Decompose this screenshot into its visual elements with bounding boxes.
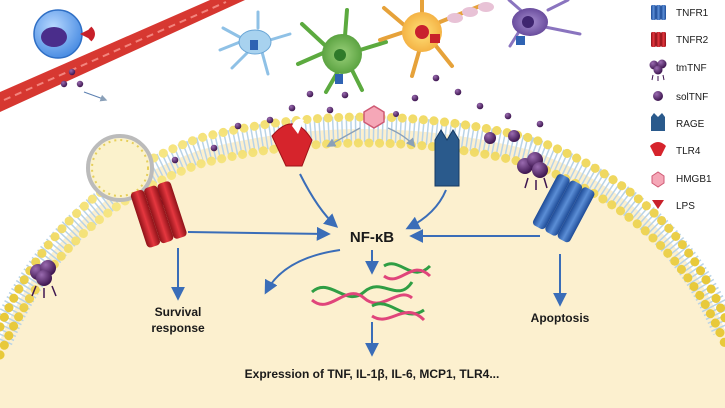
tmtnf-right — [517, 152, 548, 190]
cell-cytoplasm — [0, 129, 725, 408]
immune-cell — [33, 9, 95, 59]
microglia-cell — [218, 10, 292, 76]
legend-label-hmgb1: HMGB1 — [676, 174, 712, 185]
neuron-purple — [507, 0, 582, 48]
legend-icon-tmtnf — [649, 59, 667, 81]
legend-label-soltnf: solTNF — [676, 92, 708, 103]
legend-icon-soltnf — [653, 91, 663, 101]
arrow-nfkb-to-survival — [264, 249, 341, 295]
legend-icon-lps — [652, 200, 664, 209]
dna-helix — [311, 262, 432, 322]
legend-label-lps: LPS — [676, 201, 695, 212]
legend-icon-hmgb1 — [651, 171, 665, 188]
legend-icon-rage — [651, 113, 665, 131]
soltnf-particle — [60, 80, 68, 88]
arrow-tlr4-to-nfkb — [299, 173, 339, 228]
legend-label-tlr4: TLR4 — [676, 146, 701, 157]
legend: TNFR1 TNFR2 tmTNF solTNF RAGE TLR4 HMGB1… — [649, 5, 712, 212]
legend-icon-tlr4 — [650, 142, 666, 156]
survival-label-line2: response — [151, 321, 205, 335]
soltnf-particle — [76, 80, 84, 88]
arrow-tnfr2-to-nfkb — [187, 226, 331, 241]
astrocyte-green — [296, 8, 388, 94]
tnfr1-receptor — [532, 174, 595, 243]
expression-label: Expression of TNF, IL-1β, IL-6, MCP1, TL… — [245, 367, 500, 381]
blood-vessel — [0, 0, 245, 112]
soltnf-particle — [68, 68, 76, 76]
tlr4-receptor — [271, 118, 313, 167]
signal-arrows — [171, 173, 567, 357]
rage-receptor — [434, 129, 460, 187]
survival-label-line1: Survival — [155, 305, 202, 319]
legend-label-tnfr2: TNFR2 — [676, 35, 709, 46]
arrow-rage-to-nfkb — [405, 189, 447, 230]
legend-label-tnfr1: TNFR1 — [676, 8, 709, 19]
nfkb-label: NF-κB — [350, 229, 394, 246]
tnfr2-receptor — [130, 181, 187, 248]
legend-label-tmtnf: tmTNF — [676, 63, 707, 74]
legend-icon-tnfr1 — [651, 5, 666, 20]
legend-icon-tnfr2 — [651, 32, 666, 47]
legend-label-rage: RAGE — [676, 119, 705, 130]
soltnf-cluster — [171, 74, 544, 164]
neuron-yellow — [378, 0, 494, 78]
hmgb1-molecule — [326, 105, 416, 148]
apoptosis-label: Apoptosis — [531, 311, 590, 325]
tmtnf-left — [30, 260, 57, 298]
membrane-inner-beads — [0, 138, 725, 360]
